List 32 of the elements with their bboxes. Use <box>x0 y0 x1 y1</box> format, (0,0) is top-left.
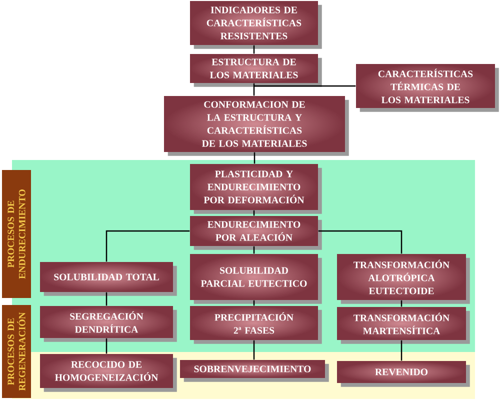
connector-line <box>400 340 402 361</box>
connector-line <box>253 300 255 306</box>
connector-line <box>253 246 255 254</box>
process-box: ESTRUCTURA DE LOS MATERIALES <box>190 54 322 87</box>
connector-line <box>106 230 190 262</box>
connector-line <box>253 45 255 54</box>
connector-line <box>254 152 256 164</box>
process-box: CONFORMACION DE LA ESTRUCTURA Y CARACTERÍSTICAS DE LOS MATERIALES <box>164 96 349 156</box>
side-label: PROCESOS DE REGENERACIÓN <box>2 305 31 398</box>
process-box: TRANSFORMACIÓN ALOTRÓPICA EUTECTOIDE <box>337 254 470 304</box>
process-box: SEGREGACIÓN DENDRÍTICA <box>40 306 177 342</box>
connector-line <box>253 210 255 216</box>
side-label: PROCESOS DE ENDURECIMIENTO <box>2 170 31 298</box>
connector-line <box>253 340 255 360</box>
connector-line <box>253 86 255 96</box>
process-box: ENDURECIMIENTO POR ALEACIÓN <box>190 216 322 250</box>
process-box: SOLUBILIDAD PARCIAL EUTECTICO <box>190 254 322 304</box>
process-box: CARACTERÍSTICAS TÉRMICAS DE LOS MATERIALES <box>356 64 499 112</box>
process-box: SOLUBILIDAD TOTAL <box>40 262 177 296</box>
connector-line <box>400 300 402 307</box>
connector-line <box>318 230 402 254</box>
process-box: SOBRENVEJECIMIENTO <box>180 360 329 382</box>
connector-line <box>106 292 108 306</box>
process-box: TRANSFORMACIÓN MARTENSÍTICA <box>337 307 470 344</box>
process-box: REVENIDO <box>337 361 470 387</box>
connector-line <box>253 83 255 86</box>
process-box: RECOCIDO DE HOMOGENEIZACIÓN <box>40 354 177 392</box>
connector-line <box>254 85 356 87</box>
process-box: INDICADORES DE CARACTERÍSTICAS RESISTENTES <box>190 1 322 49</box>
process-box: PLASTICIDAD Y ENDURECIMIENTO POR DEFORMACIÓN <box>190 164 322 214</box>
connector-line <box>106 338 108 354</box>
process-box: PRECIPITACIÓN 2ª FASES <box>190 306 322 344</box>
